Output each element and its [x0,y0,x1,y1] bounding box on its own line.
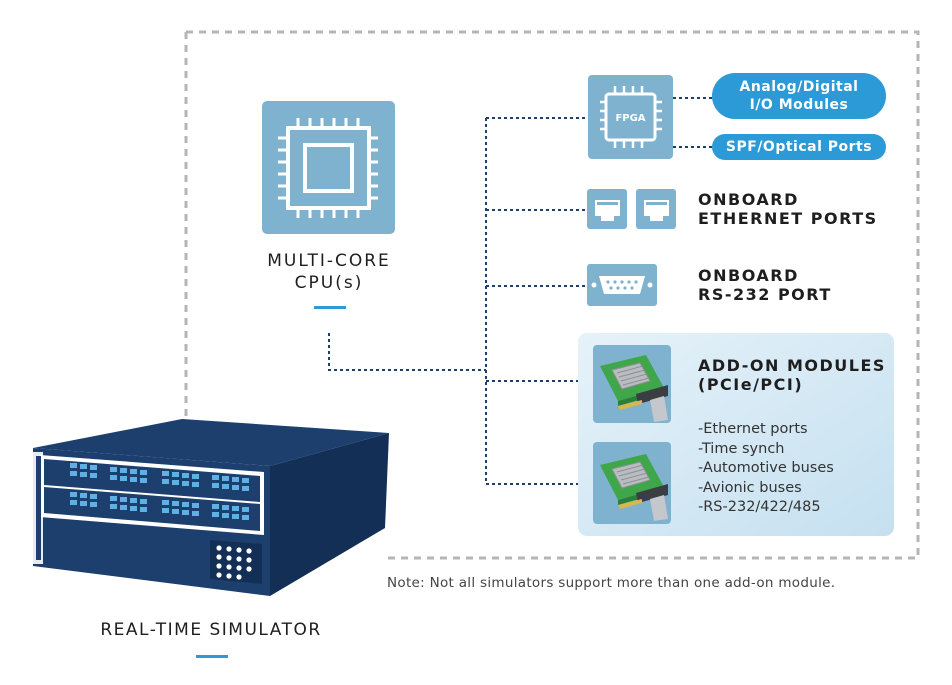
ethernet-label-line1: ONBOARD [698,190,799,209]
list-item: -RS-232/422/485 [698,499,821,515]
fpga-chip-icon: FPGA [588,75,673,159]
list-item: -Time synch [698,440,785,457]
ethernet-label: ONBOARD ETHERNET PORTS [698,190,878,228]
analog-pill-line1: Analog/Digital [739,79,859,95]
rs232-label-line2: RS-232 PORT [698,285,832,304]
pcie-card-icon [593,442,671,524]
rs232-label-line1: ONBOARD [698,266,799,285]
simulator-label: REAL-TIME SIMULATOR [100,620,322,640]
list-item: -Avionic buses [698,479,802,496]
cpu-label: MULTI-CORE CPU(s) [250,250,408,294]
ethernet-port-icon [587,189,676,229]
cpu-accent-bar [314,306,346,309]
chip-icon [262,101,395,234]
addon-title: ADD-ON MODULES (PCIe/PCI) [698,356,886,394]
cpu-label-line2: CPU(s) [294,273,364,293]
dashed-boundary [184,30,920,560]
addon-feature-list: -Ethernet ports -Time synch -Automotive … [698,420,834,518]
fpga-chip-text: FPGA [615,113,645,124]
addon-title-line2: (PCIe/PCI) [698,375,804,394]
serial-port-icon [587,264,657,306]
addon-title-line1: ADD-ON MODULES [698,356,886,375]
connector-lines [328,97,712,485]
spf-optical-pill: SPF/Optical Ports [712,134,886,160]
cpu-label-line1: MULTI-CORE [267,251,391,271]
rack-server-icon [33,419,389,596]
list-item: -Automotive buses [698,460,834,476]
pcie-card-icon [593,345,671,423]
simulator-accent-bar [196,655,228,658]
ethernet-label-line2: ETHERNET PORTS [698,209,878,228]
footnote: Note: Not all simulators support more th… [387,575,836,591]
analog-digital-io-pill: Analog/Digital I/O Modules [712,73,886,119]
analog-pill-line2: I/O Modules [749,97,849,113]
list-item: -Ethernet ports [698,421,808,437]
rs232-label: ONBOARD RS-232 PORT [698,266,832,304]
